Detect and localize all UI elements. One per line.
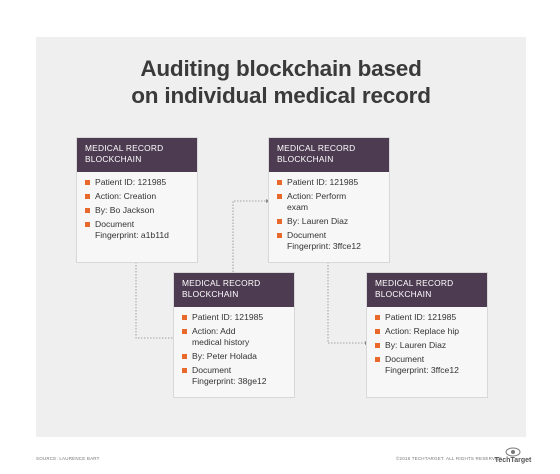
title-line-1: Auditing blockchain based	[140, 56, 422, 81]
bullet-icon	[85, 222, 90, 227]
card-header-line: MEDICAL RECORD	[85, 143, 164, 153]
card-header-line: BLOCKCHAIN	[85, 154, 142, 164]
card-header-line: MEDICAL RECORD	[277, 143, 356, 153]
card-item: Action: Replace hip	[375, 326, 479, 337]
bullet-icon	[277, 219, 282, 224]
card-item: Patient ID: 121985	[85, 177, 189, 188]
bullet-icon	[85, 194, 90, 199]
card-header: MEDICAL RECORD BLOCKCHAIN	[174, 273, 294, 307]
bullet-icon	[375, 329, 380, 334]
diagram-title: Auditing blockchain based on individual …	[36, 55, 526, 109]
eye-logo-icon	[505, 447, 521, 457]
title-line-2: on individual medical record	[131, 83, 431, 108]
card-header: MEDICAL RECORD BLOCKCHAIN	[367, 273, 487, 307]
bullet-icon	[182, 354, 187, 359]
connector-3-to-4	[327, 262, 365, 344]
bullet-icon	[182, 329, 187, 334]
techtarget-logo: TechTarget	[493, 446, 533, 468]
bullet-icon	[277, 180, 282, 185]
card-item: By: Lauren Diaz	[375, 340, 479, 351]
bullet-icon	[182, 368, 187, 373]
record-card-add-history: MEDICAL RECORD BLOCKCHAIN Patient ID: 12…	[173, 272, 295, 398]
bullet-icon	[375, 357, 380, 362]
card-item: Patient ID: 121985	[277, 177, 381, 188]
card-item: By: Lauren Diaz	[277, 216, 381, 227]
bullet-icon	[85, 208, 90, 213]
source-credit: SOURCE: LAURENCE BART	[36, 456, 100, 461]
bullet-icon	[277, 233, 282, 238]
card-item: Patient ID: 121985	[182, 312, 286, 323]
record-card-replace-hip: MEDICAL RECORD BLOCKCHAIN Patient ID: 12…	[366, 272, 488, 398]
card-header-line: BLOCKCHAIN	[182, 289, 239, 299]
card-header-line: MEDICAL RECORD	[375, 278, 454, 288]
bullet-icon	[85, 180, 90, 185]
card-item: By: Peter Holada	[182, 351, 286, 362]
record-card-perform-exam: MEDICAL RECORD BLOCKCHAIN Patient ID: 12…	[268, 137, 390, 263]
card-header: MEDICAL RECORD BLOCKCHAIN	[77, 138, 197, 172]
bullet-icon	[375, 315, 380, 320]
connector-1-to-2	[135, 262, 173, 339]
card-body: Patient ID: 121985 Action: Creation By: …	[77, 172, 197, 248]
card-item: By: Bo Jackson	[85, 205, 189, 216]
record-card-creation: MEDICAL RECORD BLOCKCHAIN Patient ID: 12…	[76, 137, 198, 263]
bullet-icon	[182, 315, 187, 320]
card-item: Patient ID: 121985	[375, 312, 479, 323]
card-header: MEDICAL RECORD BLOCKCHAIN	[269, 138, 389, 172]
card-item: Action: Creation	[85, 191, 189, 202]
logo-text: TechTarget	[494, 457, 532, 464]
card-header-line: BLOCKCHAIN	[277, 154, 334, 164]
card-body: Patient ID: 121985 Action: Replace hip B…	[367, 307, 487, 383]
copyright-notice: ©2018 TECHTARGET. ALL RIGHTS RESERVED	[396, 456, 502, 461]
bullet-icon	[277, 194, 282, 199]
bullet-icon	[375, 343, 380, 348]
connector-2-to-3	[232, 200, 266, 272]
card-header-line: MEDICAL RECORD	[182, 278, 261, 288]
card-header-line: BLOCKCHAIN	[375, 289, 432, 299]
